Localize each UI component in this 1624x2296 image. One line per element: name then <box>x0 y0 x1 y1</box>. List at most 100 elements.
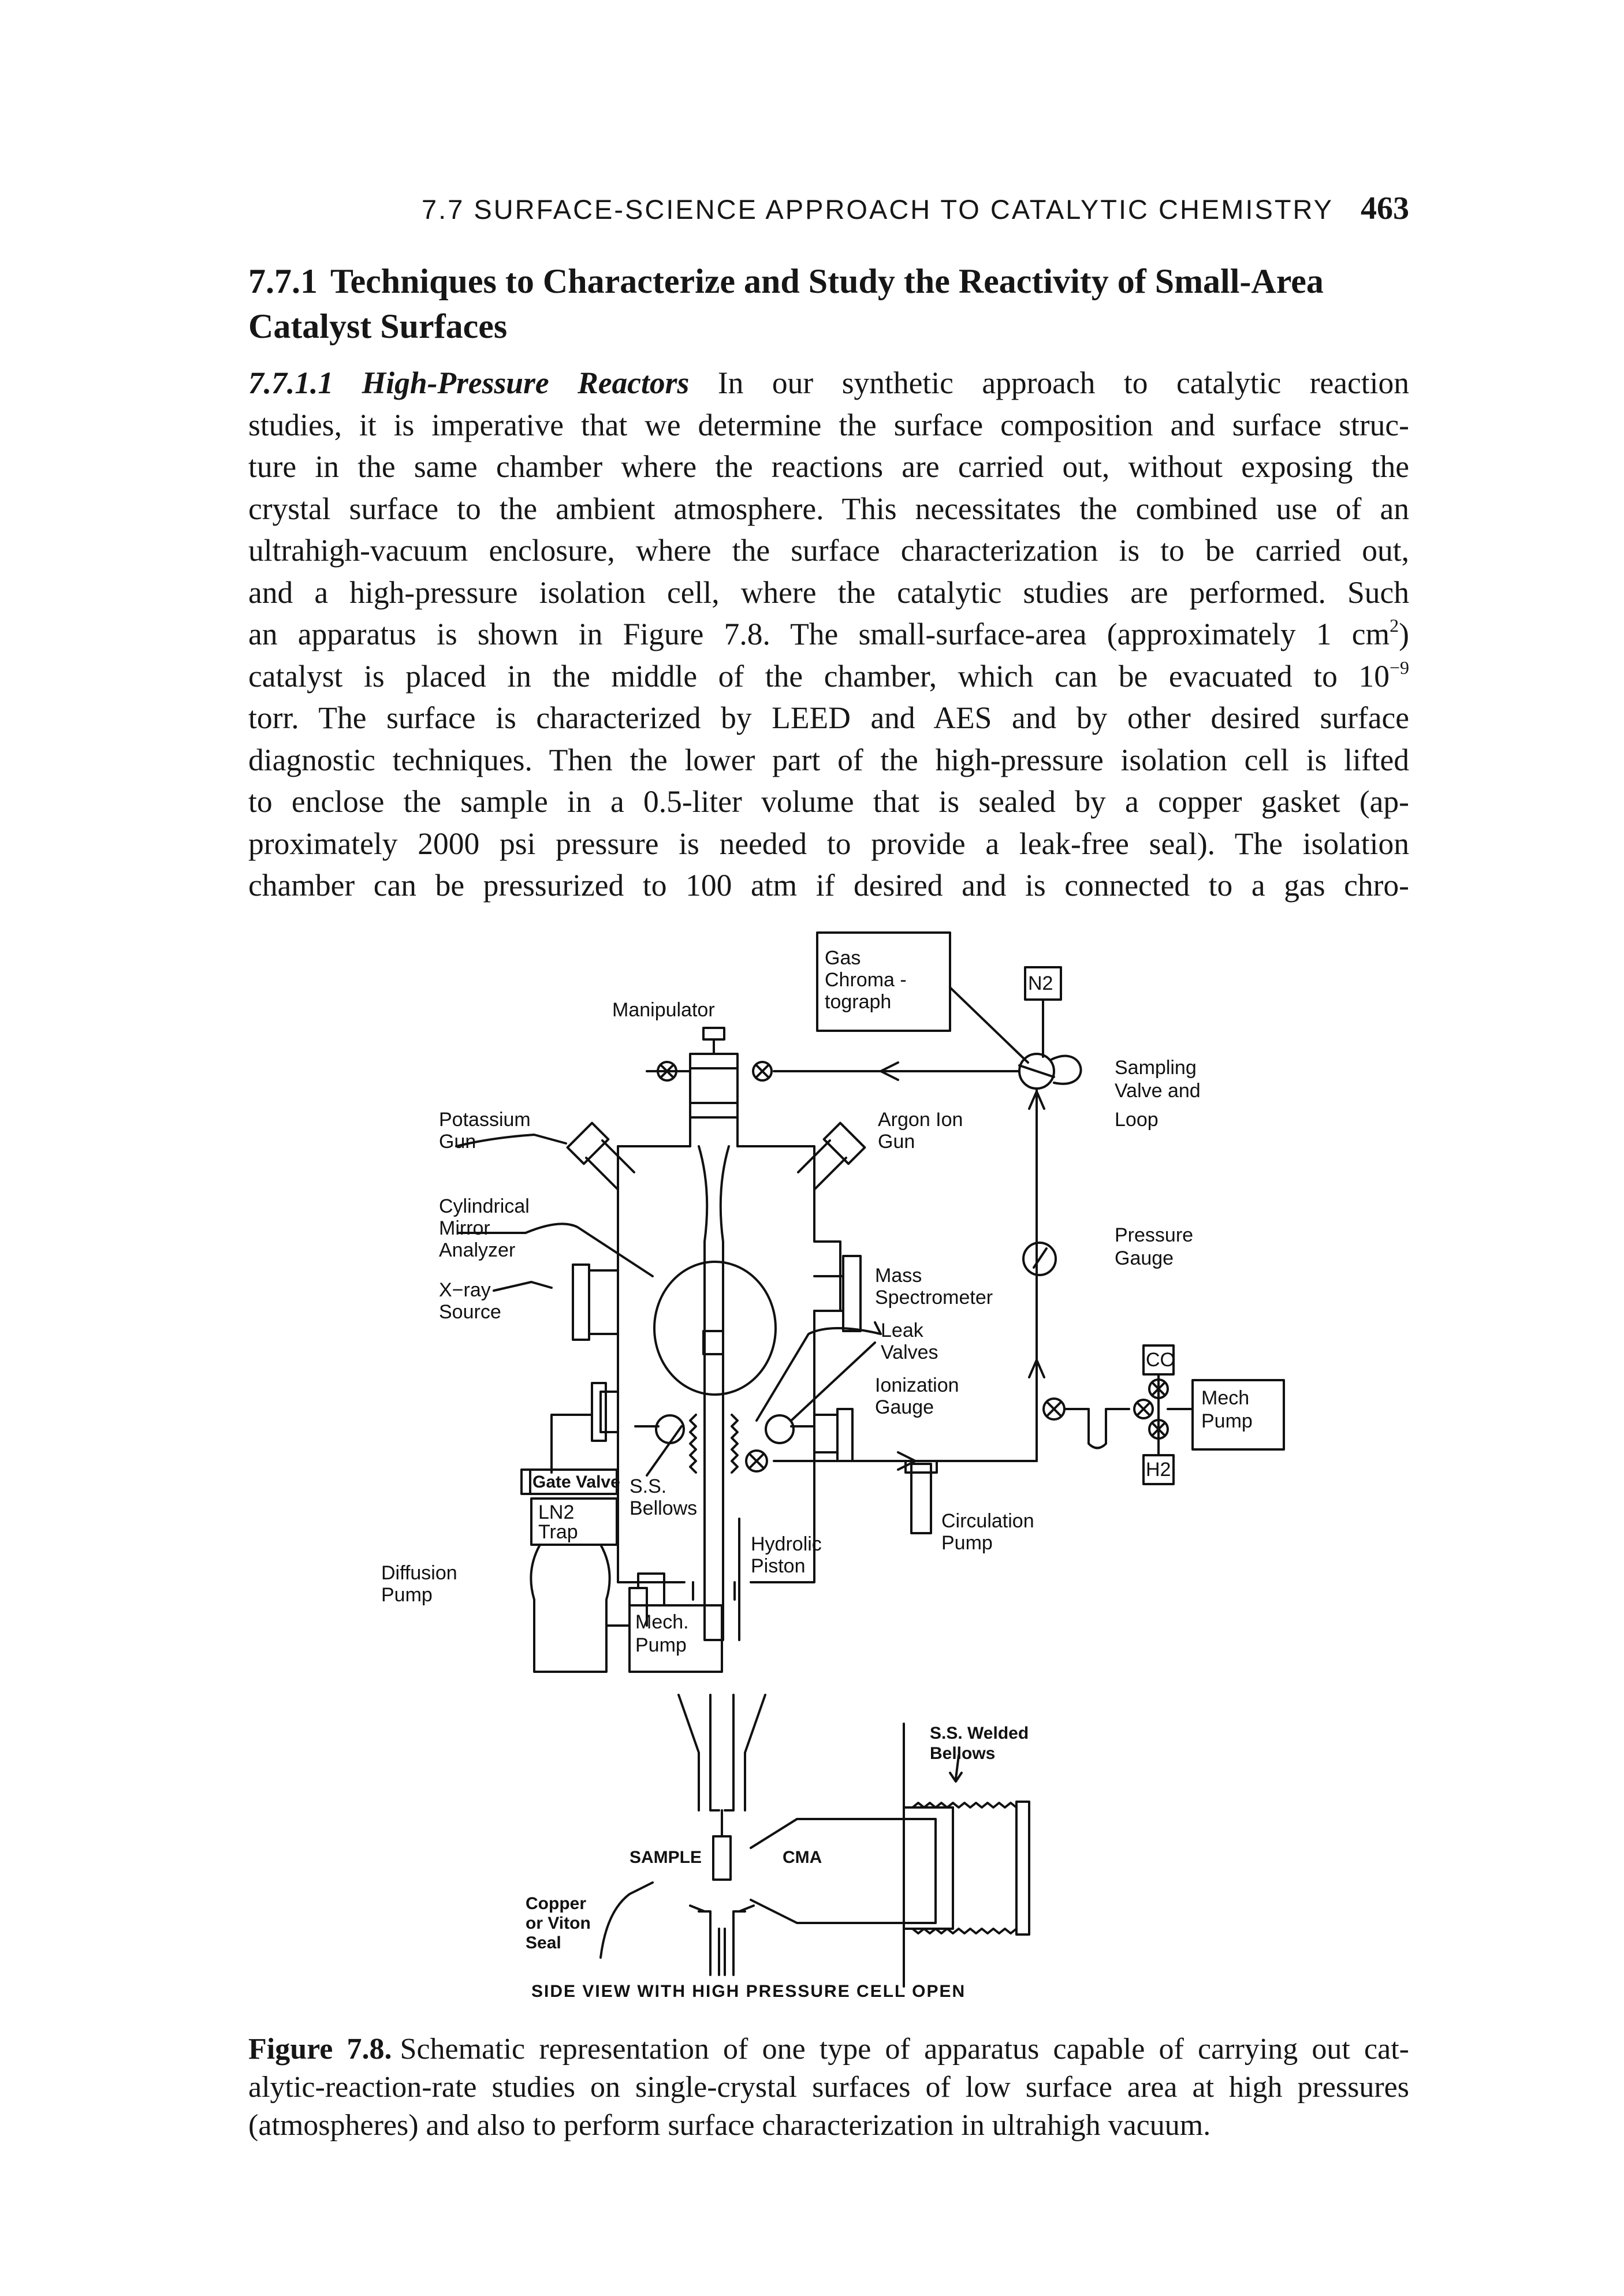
body-line: 7.7.1.1 High-Pressure Reactors In our sy… <box>248 362 1409 404</box>
h2-cylinder <box>1142 1454 1175 1485</box>
crystal-sample <box>702 1330 724 1355</box>
side-view-label: SIDE VIEW WITH HIGH PRESSURE CELL OPEN <box>531 1982 966 2001</box>
potassium-gun-port <box>585 1139 635 1191</box>
argon-label-1: Argon Ion <box>878 1109 963 1131</box>
valve-cross <box>1151 1381 1166 1396</box>
body-line-text: catalyst is placed in the middle of the … <box>248 658 1390 694</box>
seal-leader <box>599 1881 654 1959</box>
leader-line <box>458 1222 654 1277</box>
ln2-trap <box>530 1497 618 1546</box>
diffusion-pump-label-2: Pump <box>381 1584 433 1606</box>
co-label: CO <box>1146 1349 1175 1371</box>
cell-lower <box>698 1910 746 1976</box>
manipulator-neck <box>689 1116 739 1147</box>
caption-line: alytic-reaction-rate studies on single-c… <box>248 2071 1409 2104</box>
diffusion-pump-label-1: Diffusion <box>381 1562 457 1584</box>
body-line: ultrahigh-vacuum enclosure, where the su… <box>248 533 1409 568</box>
body-line-text: an apparatus is shown in Figure 7.8. The… <box>248 617 1390 651</box>
page-number: 463 <box>1361 191 1409 226</box>
cell-seal <box>689 1904 755 1913</box>
hydraulic-piston <box>692 1581 736 1641</box>
ln2-label-2: Trap <box>538 1521 578 1543</box>
mass-spectrometer <box>842 1255 862 1332</box>
pump-line <box>550 1414 593 1474</box>
valve <box>1133 1399 1154 1419</box>
hydraulic-piston-label-2: Piston <box>751 1555 806 1577</box>
body-line: ture in the same chamber where the react… <box>248 449 1409 484</box>
cma-sphere <box>653 1261 777 1396</box>
h2-label: H2 <box>1146 1459 1171 1481</box>
valve-cross <box>1151 1422 1166 1437</box>
cell-upper-outer <box>677 1694 766 1812</box>
mech-pump-bottom-label-1: Mech. <box>635 1611 689 1633</box>
valve-cross <box>1136 1402 1151 1417</box>
pressure-label-1: Pressure <box>1115 1224 1194 1246</box>
body-line: an apparatus is shown in Figure 7.8. The… <box>248 613 1409 655</box>
sample-label: SAMPLE <box>630 1848 702 1867</box>
leader-line <box>755 1321 882 1422</box>
valve-cross <box>660 1064 675 1079</box>
flow-arrow <box>1028 1090 1045 1110</box>
ion-gauge-label-2: Gauge <box>875 1396 934 1418</box>
welded-bellows-label-1: S.S. Welded <box>930 1724 1029 1743</box>
argon-gun-port <box>797 1139 847 1191</box>
body-line: studies, it is imperative that we determ… <box>248 407 1409 442</box>
potassium-label-1: Potassium <box>439 1109 531 1131</box>
seal-label-2: or Viton <box>526 1914 591 1933</box>
cell-upper-inner <box>709 1694 735 1812</box>
welded-bellows-arrow <box>949 1754 963 1783</box>
cma-label-2: Mirror <box>439 1217 490 1239</box>
valve <box>752 1061 773 1082</box>
ion-gauge-port <box>813 1414 839 1453</box>
valve-cross <box>755 1064 770 1079</box>
leader-line <box>455 1134 567 1147</box>
leak-valves-label-1: Leak <box>881 1320 923 1341</box>
body-line: crystal surface to the ambient atmospher… <box>248 491 1409 526</box>
body-line: catalyst is placed in the middle of the … <box>248 655 1409 698</box>
section-number: 7.7.1 <box>248 262 318 300</box>
body-line: to enclose the sample in a 0.5-liter vol… <box>248 784 1409 819</box>
running-head-title: 7.7 SURFACE-SCIENCE APPROACH TO CATALYTI… <box>422 194 1334 225</box>
xray-label-1: X−ray <box>439 1279 491 1301</box>
argon-ion-gun <box>822 1121 866 1165</box>
flange-frame <box>903 1806 954 1930</box>
leak-valves-label-2: Valves <box>881 1341 938 1363</box>
mech-pump-bottom <box>628 1604 723 1673</box>
sampling-label-2: Valve and <box>1115 1080 1201 1102</box>
circulation-pump-label-2: Pump <box>941 1532 993 1554</box>
superscript: −9 <box>1389 657 1409 678</box>
manifold-line <box>1063 1408 1130 1449</box>
body-line: torr. The surface is characterized by LE… <box>248 700 1409 735</box>
cma-label-3: Analyzer <box>439 1239 516 1261</box>
flow-arrow <box>1028 1359 1045 1378</box>
cma-housing <box>750 1818 937 1924</box>
body-line: diagnostic techniques. Then the lower pa… <box>248 742 1409 777</box>
side-sample <box>712 1835 732 1881</box>
valve-cross <box>1018 1064 1055 1078</box>
circulation-pump-label-1: Circulation <box>941 1510 1034 1532</box>
manipulator-body <box>689 1053 739 1119</box>
ss-bellows-label-2: Bellows <box>630 1497 698 1519</box>
cma-end-flange <box>1015 1801 1030 1936</box>
mech-pump-right <box>1191 1379 1285 1451</box>
hydraulic-piston-label-1: Hydrolic <box>751 1533 822 1555</box>
leader-line <box>646 1425 683 1477</box>
flow-arrow <box>880 1061 899 1081</box>
seal-label-1: Copper <box>526 1894 586 1913</box>
welded-bellows-label-2: Bellows <box>930 1744 996 1763</box>
leak-valve <box>765 1414 795 1444</box>
gate-valve-label: Gate Valve <box>532 1473 620 1492</box>
gc-label-1: Gas <box>825 947 861 969</box>
gate-valve-handle <box>520 1468 531 1495</box>
valve-cross <box>748 1453 765 1469</box>
mech-pump-right-label-1: Mech <box>1201 1387 1250 1409</box>
ss-bellows <box>731 1414 739 1474</box>
body-line: proximately 2000 psi pressure is needed … <box>248 826 1409 861</box>
valve <box>1148 1378 1169 1399</box>
cma-label-1: Cylindrical <box>439 1195 530 1217</box>
apparatus-figure: Gas Chroma - tograph N2 Manipulator Samp… <box>358 918 1340 2010</box>
manipulator-rod <box>698 1145 730 1630</box>
mech-pump-right-label-2: Pump <box>1201 1410 1253 1432</box>
caption-text: Schematic representation of one type of … <box>400 2033 1409 2066</box>
